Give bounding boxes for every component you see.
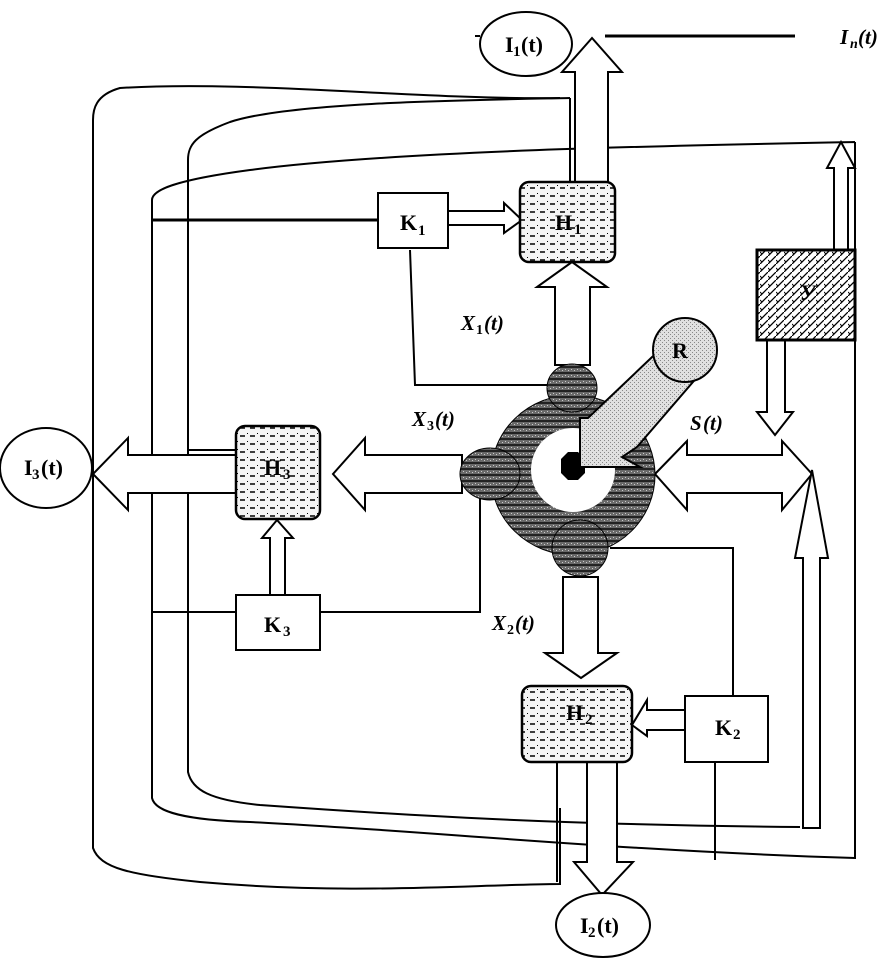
in-label: I xyxy=(839,25,849,49)
x2-flow-arrow xyxy=(541,576,621,680)
svg-text:2: 2 xyxy=(507,623,514,638)
k3-to-h3-arrow xyxy=(259,518,296,596)
k1-to-h1-arrow xyxy=(447,200,524,235)
i1-label: I xyxy=(505,32,514,57)
h2-label: H xyxy=(566,700,583,725)
h1-label: H xyxy=(555,210,572,235)
x3-flow-arrow xyxy=(331,435,463,513)
h1-to-i1-arrow xyxy=(559,36,625,182)
h3-block[interactable]: H 3 xyxy=(234,424,322,521)
u-label: У xyxy=(800,280,818,305)
k3-label: K xyxy=(264,612,281,637)
i2-index: 2 xyxy=(588,925,596,941)
k2-block[interactable]: K 2 xyxy=(684,695,769,763)
hub-port-left xyxy=(459,447,521,501)
k3-block[interactable]: K 3 xyxy=(235,594,321,651)
h1-index: 1 xyxy=(574,222,582,238)
flow-label-s: S (t) xyxy=(690,411,723,435)
svg-text:(t): (t) xyxy=(435,407,455,431)
svg-text:(t): (t) xyxy=(515,611,535,635)
svg-text:3: 3 xyxy=(427,419,434,434)
output-i3[interactable]: I 3 (t) xyxy=(0,427,93,509)
k2-index: 2 xyxy=(733,727,741,743)
k2-to-h2-arrow xyxy=(630,696,686,738)
svg-text:(t): (t) xyxy=(484,311,504,335)
output-i2[interactable]: I 2 (t) xyxy=(555,892,651,958)
k3-index: 3 xyxy=(283,624,291,640)
svg-text:1: 1 xyxy=(476,323,483,338)
in-index: n xyxy=(850,37,858,52)
i2-arg: (t) xyxy=(597,913,619,938)
i2-label: I xyxy=(580,913,589,938)
k1-block[interactable]: K 1 xyxy=(377,192,449,249)
k2-label: K xyxy=(715,715,732,740)
i3-label: I xyxy=(24,455,33,480)
feedback-to-s-arrow xyxy=(793,469,830,829)
h2-to-i2-arrow xyxy=(571,762,636,897)
flow-label-x1: X 1 (t) xyxy=(460,311,504,338)
h2-block[interactable]: H 2 xyxy=(520,684,634,764)
u-to-s-arrow xyxy=(754,340,796,437)
output-i1[interactable]: I 1 (t) xyxy=(479,11,573,77)
k1-label: K xyxy=(400,210,417,235)
feedback-loop-outer xyxy=(92,85,561,890)
x1-flow-arrow xyxy=(533,260,611,366)
h2-index: 2 xyxy=(585,712,593,728)
r-actuator[interactable]: R xyxy=(579,317,718,468)
svg-text:X: X xyxy=(460,311,476,335)
k3-sensor-line xyxy=(320,490,481,613)
u-block[interactable]: У xyxy=(755,248,857,342)
h3-to-i3-arrow xyxy=(91,435,237,513)
svg-text:(t): (t) xyxy=(703,411,723,435)
hub-port-top xyxy=(546,363,598,413)
u-to-top-arrow xyxy=(825,139,857,250)
i1-index: 1 xyxy=(513,44,521,60)
hub-port-bottom xyxy=(551,519,609,577)
h3-index: 3 xyxy=(283,467,291,483)
k1-sensor-line xyxy=(409,249,555,386)
svg-text:X: X xyxy=(491,611,507,635)
flow-label-x3: X 3 (t) xyxy=(411,407,455,434)
k2-sensor-line xyxy=(610,547,734,696)
svg-text:X: X xyxy=(411,407,427,431)
h3-label: H xyxy=(264,455,281,480)
i3-arg: (t) xyxy=(41,455,63,480)
k1-index: 1 xyxy=(418,223,426,239)
s-flow-bidirectional-arrow xyxy=(653,438,814,513)
svg-text:S: S xyxy=(690,411,702,435)
i3-index: 3 xyxy=(32,467,40,483)
feedback-loop-inner xyxy=(151,141,856,860)
i1-arg: (t) xyxy=(521,32,543,57)
flow-label-x2: X 2 (t) xyxy=(491,611,535,638)
output-in[interactable]: I n (t) xyxy=(839,25,878,52)
r-label: R xyxy=(672,338,689,363)
in-arg: (t) xyxy=(858,25,878,49)
h1-block[interactable]: H 1 xyxy=(518,180,617,264)
